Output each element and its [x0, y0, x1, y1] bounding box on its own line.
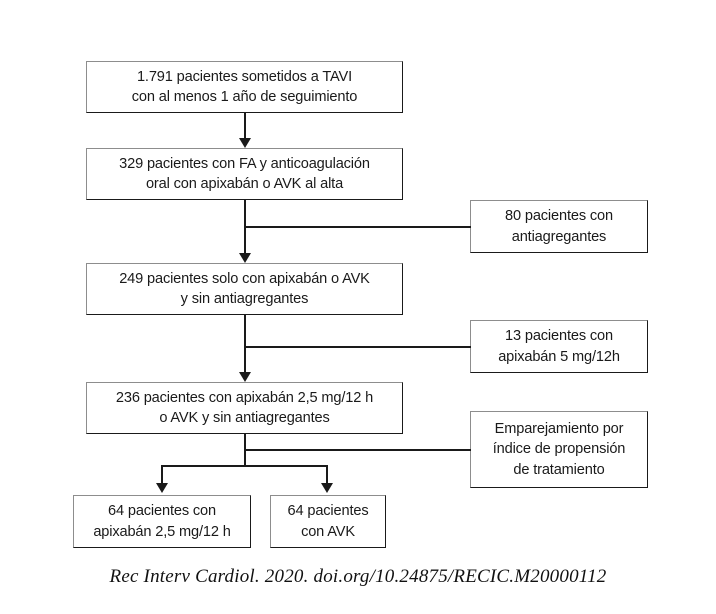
connector-arrow-1 — [238, 138, 251, 148]
flow-node-outcome-apixaban-label: 64 pacientes con apixabán 2,5 mg/12 h — [93, 503, 231, 540]
connector-arrow-2 — [238, 253, 251, 263]
connector-split-bar — [161, 465, 328, 467]
flow-node-propensity-matching-label: Emparejamiento por índice de propensión … — [492, 421, 626, 478]
flow-node-total-tavi-label: 1.791 pacientes sometidos a TAVI con al … — [131, 68, 358, 105]
flow-node-excluded-apixaban-5mg: 13 pacientes con apixabán 5 mg/12h — [470, 320, 648, 373]
connector-branch-exclusion-2 — [244, 346, 471, 348]
flow-node-outcome-avk-label: 64 pacientes con AVK — [287, 503, 369, 540]
connector-line-3 — [244, 315, 246, 374]
connector-line-outcome-right — [326, 465, 328, 485]
flow-node-excluded-antiplatelet-label: 80 pacientes con antiagregantes — [505, 208, 613, 245]
flow-node-apixaban-low-dose-label: 236 pacientes con apixabán 2,5 mg/12 h o… — [115, 389, 374, 426]
flow-node-excluded-apixaban-5mg-label: 13 pacientes con apixabán 5 mg/12h — [498, 328, 620, 365]
connector-branch-exclusion-1 — [244, 226, 471, 228]
connector-line-1 — [244, 113, 246, 140]
flow-node-outcome-avk: 64 pacientes con AVK — [270, 495, 386, 548]
flow-node-total-tavi: 1.791 pacientes sometidos a TAVI con al … — [86, 61, 403, 113]
flow-node-no-antiplatelet-label: 249 pacientes solo con apixabán o AVK y … — [119, 270, 370, 307]
flow-node-propensity-matching: Emparejamiento por índice de propensión … — [470, 411, 648, 488]
connector-arrow-3 — [238, 372, 251, 382]
citation-footer: Rec Interv Cardiol. 2020. doi.org/10.248… — [109, 566, 607, 587]
connector-arrow-outcome-left — [155, 483, 168, 493]
flow-node-af-anticoagulation-label: 329 pacientes con FA y anticoagulación o… — [119, 155, 370, 192]
connector-arrow-outcome-right — [320, 483, 333, 493]
connector-branch-propensity — [244, 449, 471, 451]
flow-node-no-antiplatelet: 249 pacientes solo con apixabán o AVK y … — [86, 263, 403, 315]
flow-node-outcome-apixaban: 64 pacientes con apixabán 2,5 mg/12 h — [73, 495, 251, 548]
connector-line-outcome-left — [161, 465, 163, 485]
flow-node-apixaban-low-dose: 236 pacientes con apixabán 2,5 mg/12 h o… — [86, 382, 403, 434]
flow-node-af-anticoagulation: 329 pacientes con FA y anticoagulación o… — [86, 148, 403, 200]
flow-node-excluded-antiplatelet: 80 pacientes con antiagregantes — [470, 200, 648, 253]
